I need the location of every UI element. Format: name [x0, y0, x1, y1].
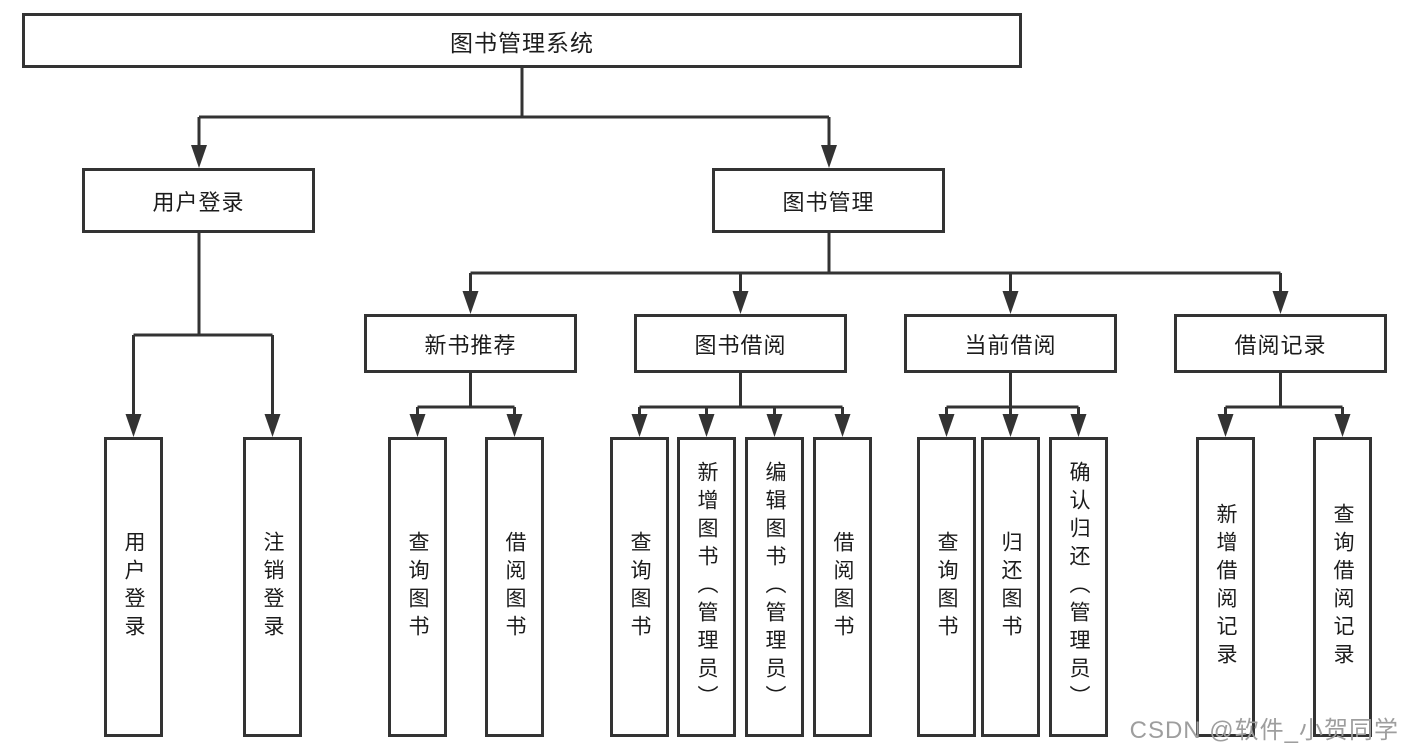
- node-label: 新增图书（管理员）: [695, 461, 718, 713]
- node-book-management: 图书管理: [712, 168, 945, 233]
- leaf-user-login: 用户登录: [104, 437, 163, 737]
- arrowheads: [125, 145, 1351, 437]
- node-label: 查询图书: [628, 531, 651, 643]
- csdn-watermark: CSDN @软件_小贺同学: [1129, 717, 1399, 744]
- node-library-management-system: 图书管理系统: [22, 13, 1022, 68]
- node-label: 新书推荐: [424, 332, 517, 358]
- leaf-logout: 注销登录: [243, 437, 302, 737]
- node-label: 当前借阅: [964, 332, 1057, 358]
- node-label: 归还图书: [999, 531, 1022, 643]
- node-label: 确认归还（管理员）: [1067, 461, 1090, 713]
- leaf-query-borrow-record: 查询借阅记录: [1313, 437, 1372, 737]
- node-label: 借阅图书: [503, 531, 526, 643]
- node-label: 图书管理: [782, 189, 875, 215]
- leaf-query-books-borrow: 查询图书: [610, 437, 669, 737]
- leaf-confirm-return-admin: 确认归还（管理员）: [1049, 437, 1108, 737]
- leaf-borrow-books: 借阅图书: [813, 437, 872, 737]
- leaf-borrow-books-recommend: 借阅图书: [485, 437, 544, 737]
- node-label: 查询借阅记录: [1331, 503, 1354, 671]
- node-label: 图书管理系统: [450, 29, 594, 56]
- node-label: 用户登录: [122, 531, 145, 643]
- node-label: 注销登录: [261, 531, 284, 643]
- leaf-return-book: 归还图书: [981, 437, 1040, 737]
- node-label: 查询图书: [935, 531, 958, 643]
- node-label: 查询图书: [406, 531, 429, 643]
- node-borrowing-records: 借阅记录: [1174, 314, 1387, 373]
- node-new-book-recommend: 新书推荐: [364, 314, 577, 373]
- node-user-login: 用户登录: [82, 168, 315, 233]
- node-label: 新增借阅记录: [1214, 503, 1237, 671]
- node-label: 借阅记录: [1234, 332, 1327, 358]
- node-label: 用户登录: [152, 189, 245, 215]
- leaf-add-borrow-record: 新增借阅记录: [1196, 437, 1255, 737]
- leaf-edit-book-admin: 编辑图书（管理员）: [745, 437, 804, 737]
- node-current-borrowing: 当前借阅: [904, 314, 1117, 373]
- leaf-add-book-admin: 新增图书（管理员）: [677, 437, 736, 737]
- leaf-query-books-current: 查询图书: [917, 437, 976, 737]
- leaf-query-books-recommend: 查询图书: [388, 437, 447, 737]
- node-label: 图书借阅: [694, 332, 787, 358]
- node-book-borrowing: 图书借阅: [634, 314, 847, 373]
- node-label: 借阅图书: [831, 531, 854, 643]
- connector-paths: [132, 68, 1344, 417]
- node-label: 编辑图书（管理员）: [763, 461, 786, 713]
